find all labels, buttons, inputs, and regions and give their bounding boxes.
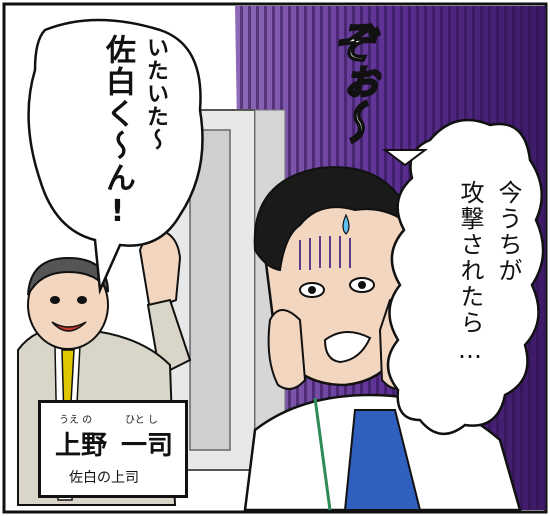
left-speech-bubble: [27, 18, 204, 295]
thought-text-col2: 攻撃されたら…: [456, 180, 484, 366]
character-name-2: 一司: [121, 431, 174, 461]
character-name-1: 上野: [55, 431, 108, 461]
bubble-text-col1: いたいた〜: [143, 36, 168, 151]
thought-text-col1: 今うちが: [494, 180, 522, 284]
right-thought-bubble: [386, 118, 545, 435]
bubble-text-col2: 佐白く〜ん!: [100, 34, 135, 231]
character-caption-box: うえ の ひと し 上野 一司 佐白の上司: [38, 400, 188, 498]
name-ruby-2: ひと し: [125, 415, 158, 426]
sfx-text: ぞぉ〜: [324, 19, 377, 141]
character-role: 佐白の上司: [69, 470, 139, 486]
name-ruby-1: うえ の: [59, 415, 93, 426]
thought-tail: [382, 149, 428, 167]
